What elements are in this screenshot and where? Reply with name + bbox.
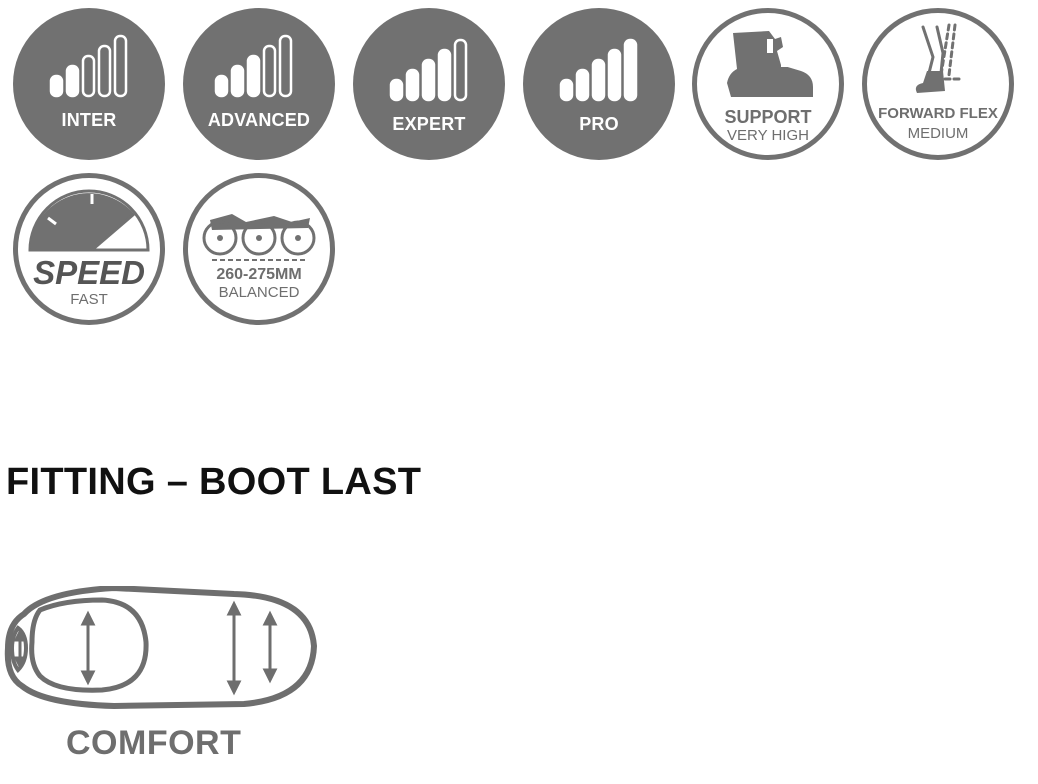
badge-value: VERY HIGH (727, 127, 809, 144)
badge-title: SUPPORT (724, 107, 812, 127)
badge-title: 260-275MM (216, 266, 302, 283)
foot-last-icon (4, 586, 318, 710)
badge-label: ADVANCED (207, 110, 311, 130)
section-heading: FITTING – BOOT LAST (6, 461, 422, 503)
signal-bars-icon (389, 38, 468, 102)
last-label: COMFORT (66, 724, 242, 762)
badge-speed: SPEED FAST (13, 173, 165, 325)
signal-bars-icon (49, 34, 128, 98)
frame-wheels-icon (202, 214, 316, 261)
badge-value: MEDIUM (907, 125, 969, 142)
badge-label: PRO (579, 114, 619, 134)
badge-advanced: ADVANCED (183, 8, 335, 160)
leg-flex-icon (915, 23, 965, 93)
badge-support: SUPPORT VERY HIGH (692, 8, 844, 160)
badge-pro: PRO (523, 8, 675, 160)
signal-bars-icon (214, 34, 293, 98)
boot-icon (727, 31, 813, 97)
badge-expert: EXPERT (353, 8, 505, 160)
speedometer-icon (28, 189, 150, 252)
badge-forward-flex: FORWARD FLEX MEDIUM (862, 8, 1014, 160)
signal-bars-icon (559, 38, 638, 102)
badge-inter: INTER (13, 8, 165, 160)
badge-value: FAST (70, 291, 108, 308)
badge-title: SPEED (33, 254, 145, 291)
badge-label: EXPERT (392, 114, 466, 134)
badge-label: INTER (61, 110, 117, 130)
badge-title: FORWARD FLEX (878, 105, 998, 122)
badge-value: BALANCED (218, 284, 300, 301)
badge-frame: 260-275MM BALANCED (183, 173, 335, 325)
